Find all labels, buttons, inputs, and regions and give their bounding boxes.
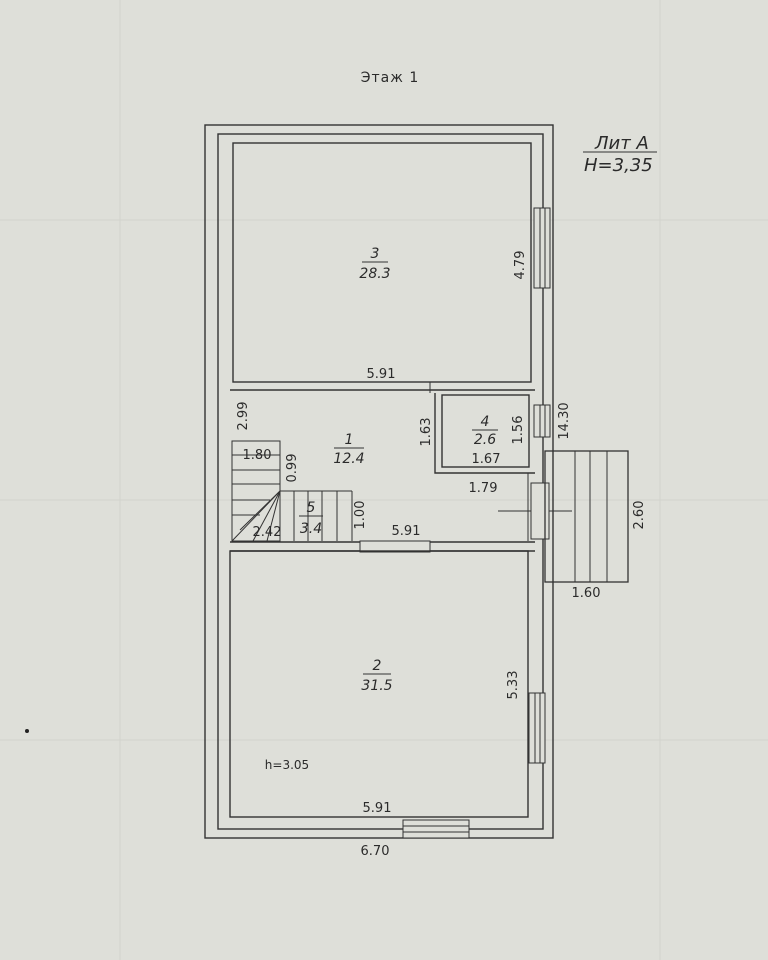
dim-porch-width: 1.60 <box>572 586 601 601</box>
dim-room2-width: 5.91 <box>363 801 392 816</box>
svg-text:5: 5 <box>307 500 316 516</box>
dim-room3-width: 5.91 <box>367 367 396 382</box>
room-label-2: 2 31.5 <box>361 658 392 694</box>
ceiling-height-note: h=3.05 <box>265 758 309 772</box>
dim-partition: 1.63 <box>419 418 434 447</box>
dim-room4-height: 1.56 <box>511 416 526 445</box>
dim-room1-height: 2.99 <box>236 402 251 431</box>
outer-wall-outer <box>204 124 554 839</box>
room-3-outline <box>232 142 532 383</box>
floor-title: Этаж 1 <box>361 70 419 86</box>
door-1-2 <box>359 540 431 553</box>
svg-text:28.3: 28.3 <box>359 266 390 282</box>
dim-room3-height: 4.79 <box>513 251 528 280</box>
porch <box>544 450 629 583</box>
outer-wall-inner <box>217 133 544 830</box>
dim-corridor: 1.79 <box>469 481 498 496</box>
svg-text:2: 2 <box>373 658 382 674</box>
room-label-5: 5 3.4 <box>299 500 323 537</box>
dim-total-length: 14.30 <box>557 402 572 439</box>
window-bottom <box>402 819 470 839</box>
ink-mark <box>25 729 29 733</box>
dim-room2-height: 5.33 <box>506 671 521 700</box>
height-label: H=3,35 <box>584 155 653 176</box>
room-label-3: 3 28.3 <box>359 246 390 282</box>
dim-porch-height: 2.60 <box>632 501 647 530</box>
window-room-2 <box>528 692 546 764</box>
svg-text:12.4: 12.4 <box>333 451 364 467</box>
dim-stair-width: 1.80 <box>243 448 272 463</box>
dim-room5-height: 1.00 <box>353 501 368 530</box>
dim-room5-width: 2.42 <box>253 525 282 540</box>
entrance-door <box>530 482 550 540</box>
room-label-4: 4 2.6 <box>472 414 498 448</box>
window-room-3 <box>533 207 551 289</box>
lit-label: Лит А <box>594 133 649 154</box>
svg-text:1: 1 <box>345 432 354 448</box>
dim-total-width: 6.70 <box>361 844 390 859</box>
room-4-partition <box>434 393 535 474</box>
room-label-1: 1 12.4 <box>333 432 364 467</box>
svg-text:3: 3 <box>371 246 380 262</box>
room-4-outline <box>441 394 530 468</box>
svg-text:2.6: 2.6 <box>474 432 496 448</box>
dim-stair-step: 0.99 <box>285 454 300 483</box>
svg-text:3.4: 3.4 <box>300 521 322 537</box>
dim-room1-width: 5.91 <box>392 524 421 539</box>
dim-room4-width: 1.67 <box>472 452 501 467</box>
svg-text:31.5: 31.5 <box>361 678 392 694</box>
room-2-outline <box>229 550 529 818</box>
window-room-4 <box>533 404 551 438</box>
svg-text:4: 4 <box>481 414 490 430</box>
